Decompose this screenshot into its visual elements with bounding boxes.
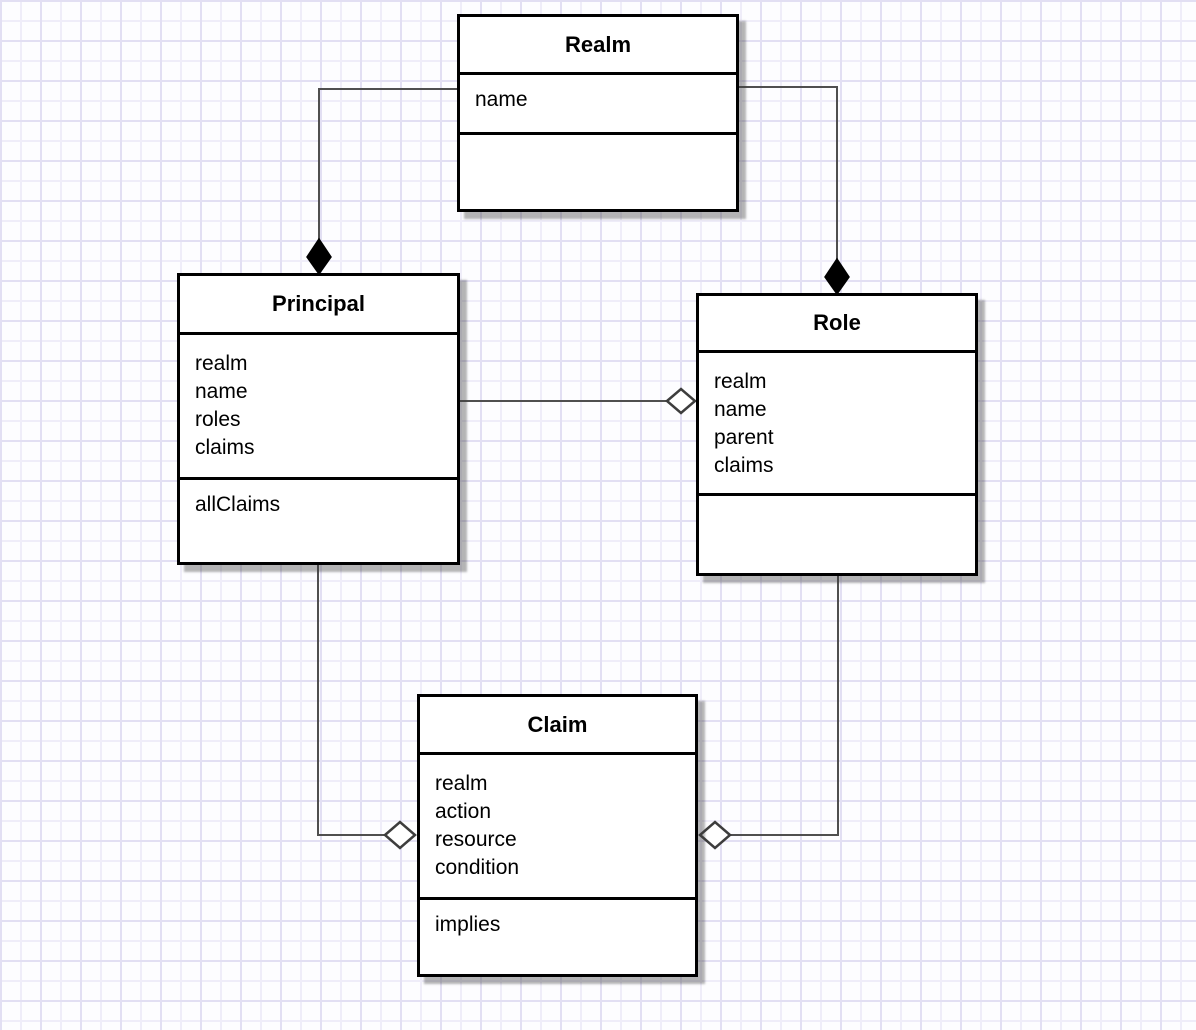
attribute-row: realm: [435, 772, 488, 795]
class-box-claim[interactable]: Claim realm action resource condition im…: [417, 694, 698, 977]
connector-realm-principal[interactable]: [318, 88, 457, 241]
composition-diamond-principal-icon: [306, 237, 332, 276]
method-row: implies: [435, 913, 501, 936]
attribute-row: action: [435, 800, 492, 823]
methods-section-claim: implies: [420, 897, 695, 974]
aggregation-diamond-claim-right-icon: [698, 820, 732, 850]
connector-role-claim[interactable]: [729, 575, 839, 836]
attribute-row: name: [195, 380, 248, 403]
attributes-section-claim: realm action resource condition: [420, 752, 695, 897]
methods-section-realm: [460, 132, 736, 209]
attribute-row: condition: [435, 856, 520, 879]
connector-realm-role[interactable]: [739, 86, 838, 261]
class-title-realm: Realm: [564, 31, 632, 57]
class-title-role: Role: [813, 310, 861, 335]
connector-principal-claim[interactable]: [317, 564, 386, 836]
methods-section-role: [699, 493, 975, 573]
method-row: allClaims: [195, 493, 281, 516]
class-title-principal: Principal: [272, 291, 365, 316]
methods-section-principal: allClaims: [180, 477, 457, 562]
attribute-row: roles: [195, 408, 241, 431]
attributes-section-principal: realm name roles claims: [180, 332, 457, 477]
class-box-role[interactable]: Role realm name parent claims: [696, 293, 978, 576]
attribute-row: resource: [435, 828, 517, 851]
attribute-row: name: [475, 88, 528, 111]
attribute-row: realm: [195, 352, 248, 375]
attribute-row: claims: [195, 436, 255, 459]
attribute-row: realm: [714, 370, 767, 393]
aggregation-diamond-role-icon: [665, 387, 697, 415]
class-box-principal[interactable]: Principal realm name roles claims allCla…: [177, 273, 460, 565]
attribute-row: parent: [714, 426, 774, 449]
class-box-realm[interactable]: Realm name: [457, 14, 739, 212]
attributes-section-realm: name: [460, 72, 736, 132]
composition-diamond-role-icon: [824, 257, 850, 296]
attribute-row: name: [714, 398, 767, 421]
class-title-claim: Claim: [527, 711, 588, 737]
attributes-section-role: realm name parent claims: [699, 350, 975, 493]
attribute-row: claims: [714, 454, 774, 477]
aggregation-diamond-claim-left-icon: [383, 820, 417, 850]
